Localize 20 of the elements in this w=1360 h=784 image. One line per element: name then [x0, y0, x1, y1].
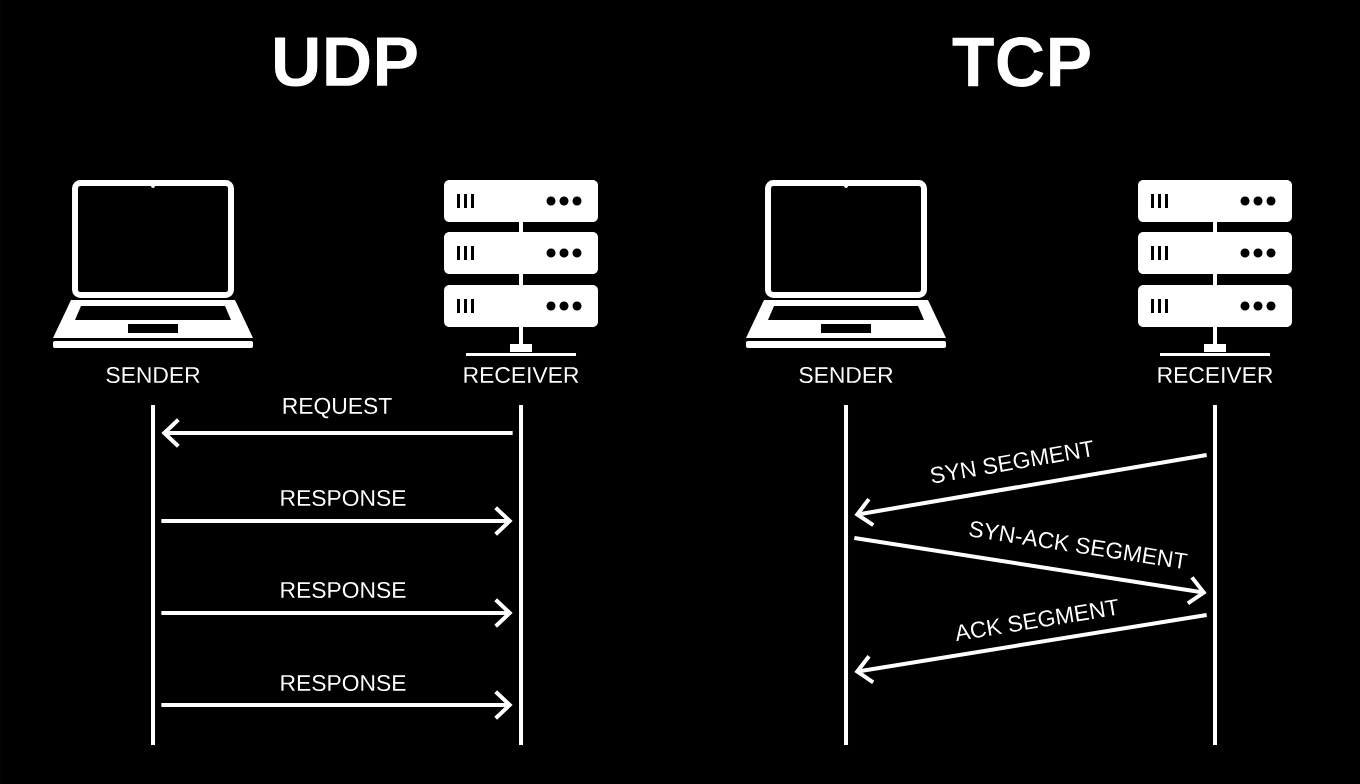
edge-label: REQUEST	[278, 394, 396, 422]
participant-label: SENDER	[799, 366, 893, 384]
arrow	[161, 690, 513, 720]
arrow	[854, 613, 1207, 684]
arrow	[161, 418, 513, 448]
edge-label: RESPONSE	[276, 671, 410, 695]
edge-label: ACK SEGMENT	[949, 594, 1125, 646]
edge-label: RESPONSE	[276, 486, 410, 510]
panel-heading: UDP	[275, 37, 417, 87]
participant-label: RECEIVER	[1158, 366, 1273, 384]
panel-heading: TCP	[952, 37, 1090, 87]
edge-label: SYN SEGMENT	[924, 435, 1100, 489]
arrow	[854, 536, 1207, 606]
edge-label: SYN-ACK SEGMENT	[963, 516, 1193, 574]
arrow	[854, 453, 1207, 527]
participant-label: SENDER	[106, 366, 200, 384]
arrow	[161, 506, 513, 536]
edge-label: RESPONSE	[276, 578, 410, 602]
participant-label: RECEIVER	[464, 366, 579, 384]
arrow	[161, 598, 513, 628]
